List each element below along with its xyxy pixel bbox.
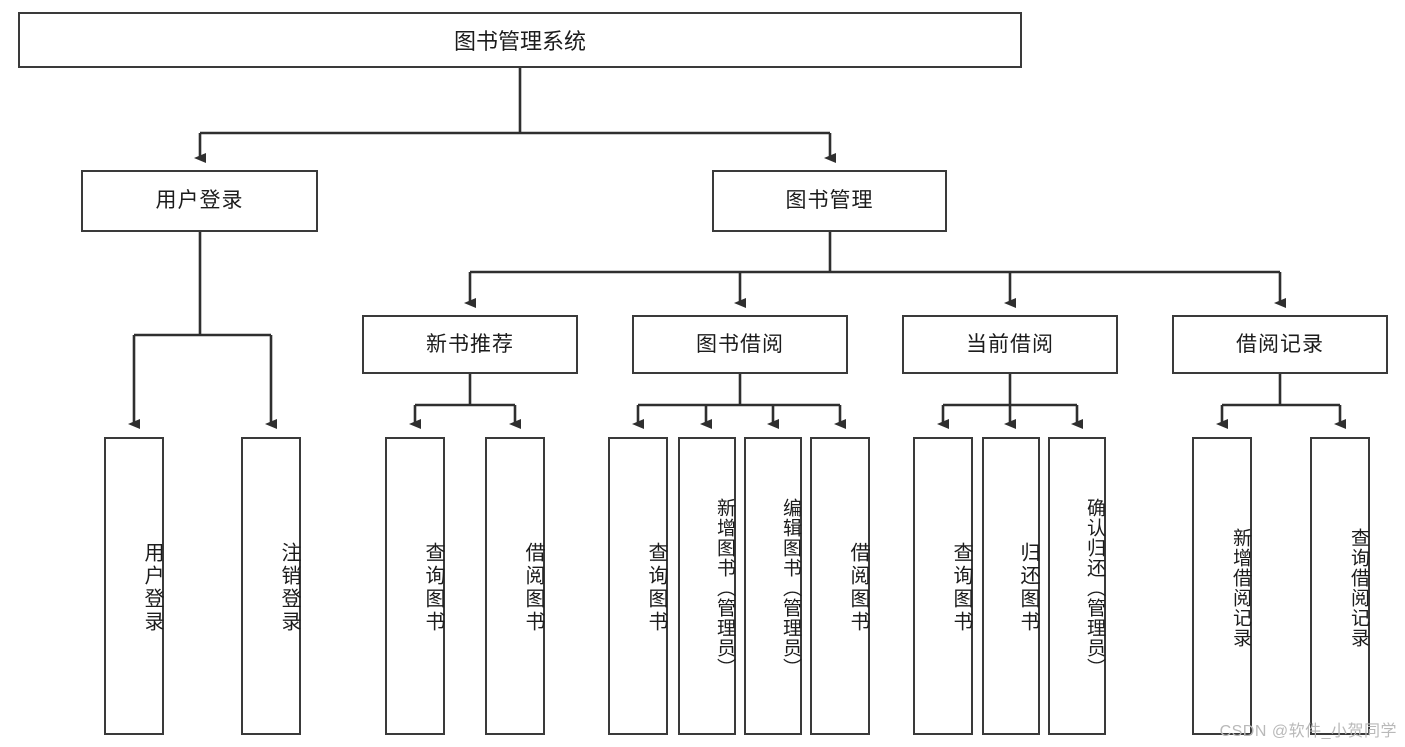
node-label: 查询借阅记录: [1348, 528, 1369, 648]
node-label: 确认归还（管理员）: [1084, 498, 1105, 678]
node-book-management[interactable]: 图书管理: [712, 170, 947, 232]
node-label: 用户登录: [155, 189, 244, 213]
node-label: 借阅图书: [847, 542, 869, 634]
csdn-watermark: CSDN @软件_小贺同学: [1219, 723, 1397, 740]
node-label: 图书管理系统: [453, 29, 586, 54]
node-label: 用户登录: [141, 542, 163, 634]
node-leaf-query-book-2[interactable]: 查询图书: [608, 437, 668, 735]
node-label: 新书推荐: [426, 332, 514, 356]
node-label: 新增图书（管理员）: [714, 498, 735, 678]
node-label: 借阅图书: [522, 542, 544, 634]
node-borrow-record[interactable]: 借阅记录: [1172, 315, 1388, 374]
node-leaf-borrow-book-1[interactable]: 借阅图书: [485, 437, 545, 735]
node-label: 新增借阅记录: [1230, 528, 1251, 648]
node-label: 编辑图书（管理员）: [780, 498, 801, 678]
node-leaf-confirm-return[interactable]: 确认归还（管理员）: [1048, 437, 1106, 735]
node-leaf-add-borrow-record[interactable]: 新增借阅记录: [1192, 437, 1252, 735]
node-label: 注销登录: [278, 542, 300, 634]
node-leaf-logout-login[interactable]: 注销登录: [241, 437, 301, 735]
node-label: 图书管理: [785, 189, 874, 213]
node-book-borrow[interactable]: 图书借阅: [632, 315, 848, 374]
node-current-borrow[interactable]: 当前借阅: [902, 315, 1118, 374]
node-label: 查询图书: [422, 542, 444, 634]
node-user-login[interactable]: 用户登录: [81, 170, 318, 232]
node-root-library-system[interactable]: 图书管理系统: [18, 12, 1022, 68]
node-new-book-recommend[interactable]: 新书推荐: [362, 315, 578, 374]
node-leaf-return-book[interactable]: 归还图书: [982, 437, 1040, 735]
node-label: 图书借阅: [696, 332, 784, 356]
node-label: 借阅记录: [1236, 332, 1324, 356]
node-leaf-user-login[interactable]: 用户登录: [104, 437, 164, 735]
node-label: 查询图书: [645, 542, 667, 634]
node-leaf-borrow-book-2[interactable]: 借阅图书: [810, 437, 870, 735]
node-label: 归还图书: [1017, 542, 1039, 634]
node-leaf-edit-book[interactable]: 编辑图书（管理员）: [744, 437, 802, 735]
node-label: 查询图书: [950, 542, 972, 634]
node-leaf-query-book-3[interactable]: 查询图书: [913, 437, 973, 735]
node-leaf-query-book-1[interactable]: 查询图书: [385, 437, 445, 735]
node-leaf-query-borrow-record[interactable]: 查询借阅记录: [1310, 437, 1370, 735]
node-leaf-add-book[interactable]: 新增图书（管理员）: [678, 437, 736, 735]
node-label: 当前借阅: [966, 332, 1054, 356]
